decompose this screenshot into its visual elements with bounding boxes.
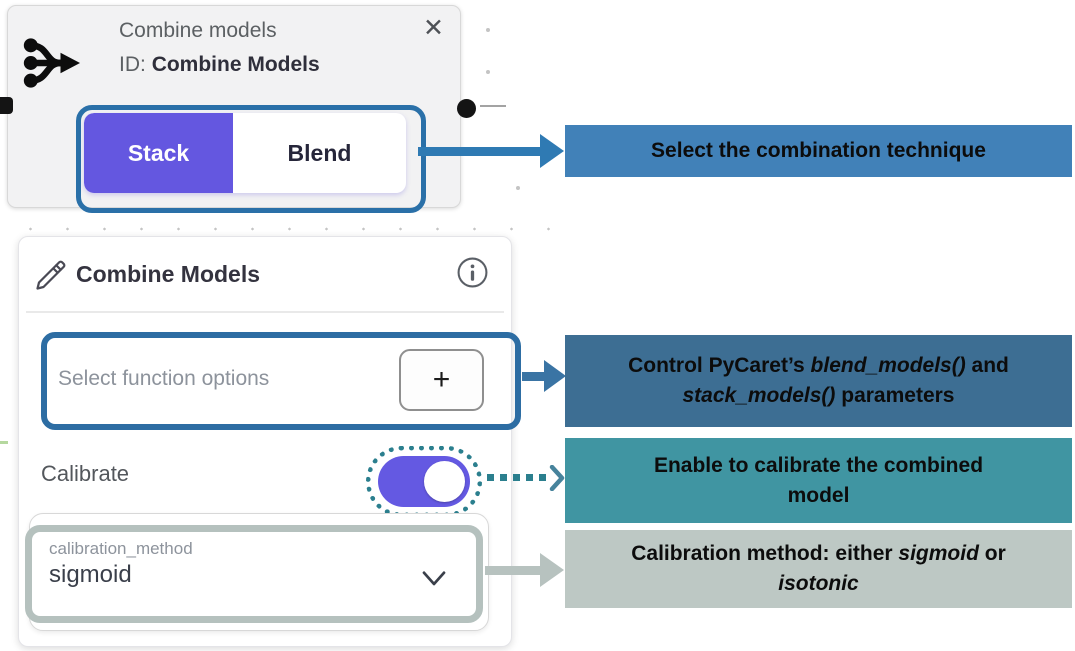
- canvas-dot-grid: [12, 227, 564, 231]
- node-input-port[interactable]: [0, 97, 13, 114]
- canvas-dot: [516, 186, 520, 190]
- node-title: Combine models: [119, 19, 277, 42]
- segmented-control-highlight-ring: [76, 105, 426, 213]
- annotation-arrow-head: [540, 553, 564, 587]
- dotted-arrow-dot: [513, 474, 520, 481]
- pencil-icon: [36, 260, 66, 290]
- annotation-arrow-head: [540, 134, 564, 168]
- calibration-method-label: calibration_method: [49, 539, 193, 558]
- annotation-control-parameters: Control PyCaret’s blend_models() and sta…: [565, 335, 1072, 427]
- annotation-arrow: [418, 147, 540, 156]
- annotation-calibration-method: Calibration method: either sigmoid or is…: [565, 530, 1072, 608]
- annotation-select-technique: Select the combination technique: [565, 125, 1072, 177]
- chevron-down-icon[interactable]: [419, 567, 449, 591]
- node-output-port[interactable]: [457, 99, 476, 118]
- dotted-arrow-chevron: [549, 465, 565, 491]
- calibrate-label: Calibrate: [41, 461, 130, 486]
- dotted-arrow-dot: [526, 474, 533, 481]
- canvas-edge-line: [0, 441, 8, 444]
- function-options-highlight-ring: [41, 332, 521, 430]
- combine-models-node: Combine models ID: Combine Models ✕ Stac…: [7, 5, 461, 213]
- canvas-dot: [486, 70, 490, 74]
- stack-option[interactable]: Stack: [84, 113, 233, 193]
- calibration-method-select[interactable]: sigmoid: [49, 561, 132, 588]
- merge-models-icon: [23, 38, 80, 88]
- combine-models-panel: Combine Models Select function options +…: [18, 236, 521, 647]
- add-function-option-button[interactable]: +: [399, 349, 484, 411]
- node-id-value: Combine Models: [151, 53, 320, 76]
- calibration-method-highlight-ring: [25, 525, 483, 623]
- connection-line: [480, 105, 506, 107]
- annotation-arrow: [522, 372, 544, 381]
- close-icon[interactable]: ✕: [423, 14, 444, 42]
- dotted-arrow-dot: [487, 474, 494, 481]
- dotted-arrow-dot: [539, 474, 546, 481]
- annotation-enable-calibrate: Enable to calibrate the combined model: [565, 438, 1072, 523]
- annotation-arrow-head: [544, 360, 566, 392]
- calibrate-toggle[interactable]: [378, 456, 470, 507]
- panel-title: Combine Models: [76, 261, 261, 287]
- node-id: ID: Combine Models: [119, 53, 320, 76]
- dotted-arrow-dot: [500, 474, 507, 481]
- annotation-arrow: [485, 566, 540, 575]
- combination-technique-segmented-control: Stack Blend: [84, 113, 406, 193]
- function-options-input[interactable]: Select function options: [58, 367, 270, 390]
- toggle-knob: [424, 461, 465, 502]
- canvas-dot: [486, 28, 490, 32]
- divider: [26, 311, 504, 313]
- blend-option[interactable]: Blend: [287, 139, 352, 166]
- info-icon[interactable]: [456, 256, 489, 289]
